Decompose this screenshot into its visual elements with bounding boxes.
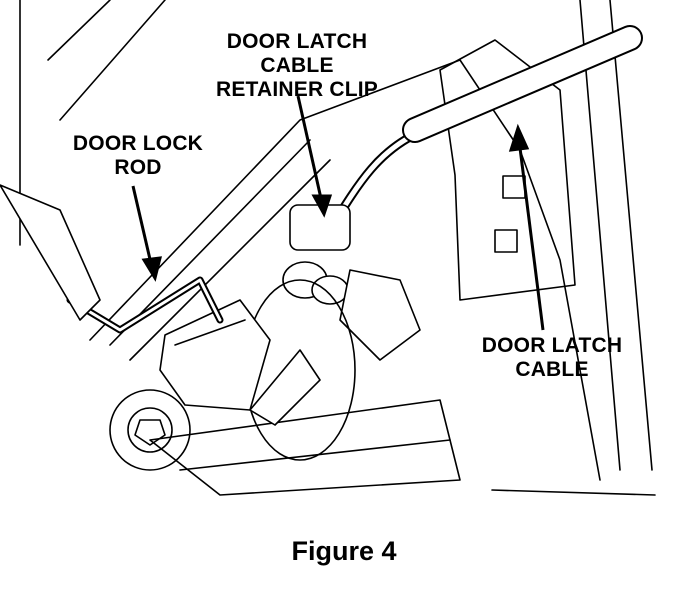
callout-line: ROD [114, 156, 162, 179]
callout-line: RETAINER CLIP [215, 78, 379, 101]
callout-line: DOOR LOCK [72, 132, 204, 155]
callout-line: CABLE [260, 54, 334, 77]
retainer-clip-callout: DOOR LATCH CABLE RETAINER CLIP [198, 30, 396, 102]
lock-rod-callout: DOOR LOCK ROD [58, 132, 218, 180]
callout-line: CABLE [515, 358, 589, 381]
latch-cable-callout: DOOR LATCH CABLE [462, 334, 642, 382]
callout-line: DOOR LATCH [481, 334, 623, 357]
callout-line: DOOR LATCH [226, 30, 368, 53]
figure-caption: Figure 4 [291, 536, 397, 566]
